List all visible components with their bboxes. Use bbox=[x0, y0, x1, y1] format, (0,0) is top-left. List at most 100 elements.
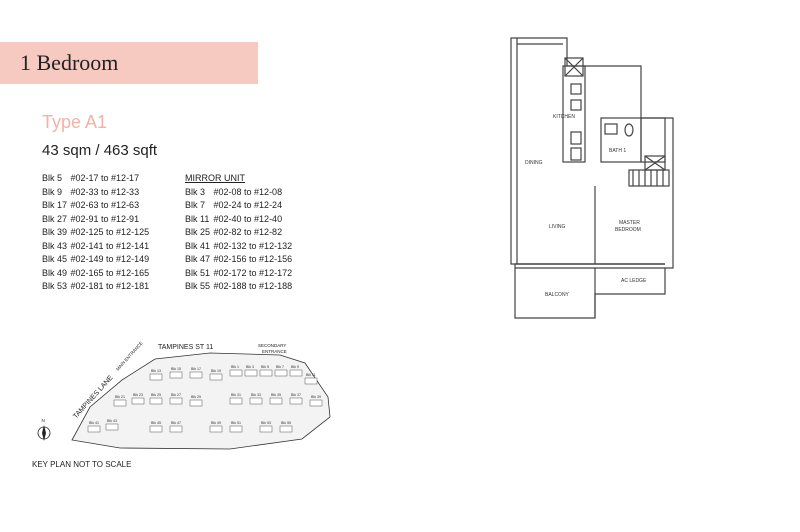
key-plan-block bbox=[113, 399, 127, 407]
unit-range: #02-165 to #12-165 bbox=[70, 267, 150, 278]
unit-type-name: Type A1 bbox=[42, 112, 108, 132]
unit-row: Blk 11 #02-40 to #12-40 bbox=[185, 213, 292, 227]
unit-size: 43 sqm / 463 sqft bbox=[42, 142, 158, 159]
north-arrow-icon: N bbox=[37, 418, 51, 441]
unit-block: Blk 3 bbox=[185, 186, 206, 197]
unit-range: #02-82 to #12-82 bbox=[213, 227, 283, 237]
key-plan-block-label: Blk 43 bbox=[107, 419, 117, 423]
unit-row: Blk 53 #02-181 to #12-181 bbox=[42, 280, 149, 294]
key-plan-block-label: Blk 35 bbox=[271, 393, 281, 397]
unit-block: Blk 9 bbox=[42, 186, 63, 197]
living-label: LIVING bbox=[549, 224, 566, 230]
key-plan-block bbox=[249, 397, 263, 405]
unit-row: Blk 17 #02-63 to #12-63 bbox=[42, 199, 149, 213]
unit-range: #02-132 to #12-132 bbox=[213, 240, 293, 251]
secondary-entrance-label-line2: ENTRANCE bbox=[262, 349, 287, 354]
key-plan-block-label: Blk 41 bbox=[89, 421, 99, 425]
unit-range: #02-17 to #12-17 bbox=[70, 173, 140, 183]
unit-row: Blk 49 #02-165 to #12-165 bbox=[42, 267, 149, 281]
key-plan-block-label: Blk 11 bbox=[306, 373, 316, 377]
key-plan-block bbox=[229, 369, 243, 377]
key-plan-block bbox=[105, 423, 119, 431]
unit-range: #02-40 to #12-40 bbox=[213, 213, 283, 224]
key-plan-block-label: Blk 51 bbox=[231, 421, 241, 425]
key-plan-block bbox=[149, 373, 163, 381]
key-plan-block bbox=[209, 425, 223, 433]
unit-block: Blk 27 bbox=[42, 213, 68, 224]
kitchen-label: KITCHEN bbox=[553, 114, 575, 120]
key-plan-block bbox=[169, 425, 183, 433]
unit-block: Blk 5 bbox=[42, 173, 63, 183]
key-plan-block bbox=[304, 377, 318, 385]
unit-block: Blk 25 bbox=[185, 227, 211, 237]
key-plan-block-label: Blk 31 bbox=[231, 393, 241, 397]
unit-row: Blk 39 #02-125 to #12-125 bbox=[42, 226, 149, 240]
unit-range: #02-125 to #12-125 bbox=[70, 227, 150, 237]
unit-block: Blk 47 bbox=[185, 254, 211, 264]
key-plan-block-label: Blk 45 bbox=[151, 421, 161, 425]
key-plan-block-label: Blk 1 bbox=[231, 365, 239, 369]
key-plan-block-label: Blk 55 bbox=[281, 421, 291, 425]
unit-row: Blk 7 #02-24 to #12-24 bbox=[185, 199, 292, 213]
unit-row: Blk 5 #02-17 to #12-17 bbox=[42, 172, 149, 186]
unit-range: #02-181 to #12-181 bbox=[70, 281, 150, 291]
master-bedroom-label-line1: MASTER bbox=[619, 220, 640, 226]
key-plan-block bbox=[229, 397, 243, 405]
key-plan-block-label: Blk 13 bbox=[151, 369, 161, 373]
unit-block: Blk 53 bbox=[42, 281, 68, 291]
unit-row: Blk 41 #02-132 to #12-132 bbox=[185, 240, 292, 254]
unit-row: Blk 45 #02-149 to #12-149 bbox=[42, 253, 149, 267]
key-plan-block bbox=[229, 425, 243, 433]
unit-block: Blk 43 bbox=[42, 240, 68, 251]
key-plan-block-label: Blk 27 bbox=[171, 393, 181, 397]
unit-row: Blk 51 #02-172 to #12-172 bbox=[185, 267, 292, 281]
key-plan-block-label: Blk 23 bbox=[133, 393, 143, 397]
key-plan-block-label: Blk 17 bbox=[191, 367, 201, 371]
key-plan-block-label: Blk 39 bbox=[311, 395, 321, 399]
key-plan-block bbox=[274, 369, 288, 377]
unit-range: #02-24 to #12-24 bbox=[213, 200, 283, 210]
unit-row: Blk 43 #02-141 to #12-141 bbox=[42, 240, 149, 254]
key-plan-block bbox=[149, 425, 163, 433]
key-plan-block-label: Blk 15 bbox=[171, 367, 181, 371]
unit-range: #02-08 to #12-08 bbox=[213, 186, 283, 197]
key-plan-block bbox=[259, 425, 273, 433]
key-plan-block-label: Blk 7 bbox=[276, 365, 284, 369]
key-plan-block-label: Blk 33 bbox=[251, 393, 261, 397]
unit-block: Blk 41 bbox=[185, 240, 211, 251]
key-plan-block bbox=[131, 397, 145, 405]
unit-block: Blk 11 bbox=[185, 213, 210, 224]
unit-range: #02-33 to #12-33 bbox=[70, 186, 140, 197]
key-plan-block bbox=[189, 399, 203, 407]
key-plan-block-label: Blk 19 bbox=[211, 369, 221, 373]
unit-range: #02-141 to #12-141 bbox=[70, 240, 150, 251]
unit-block: Blk 51 bbox=[185, 267, 211, 278]
key-plan-block-label: Blk 49 bbox=[211, 421, 221, 425]
header-banner: 1 Bedroom bbox=[0, 42, 258, 84]
north-label: N bbox=[42, 418, 45, 423]
unit-row: Blk 27 #02-91 to #12-91 bbox=[42, 213, 149, 227]
unit-row: Blk 55 #02-188 to #12-188 bbox=[185, 280, 292, 294]
key-plan-block-label: Blk 5 bbox=[261, 365, 269, 369]
main-entrance-label: MAIN ENTRANCE bbox=[115, 341, 144, 372]
key-plan-block bbox=[279, 425, 293, 433]
unit-range: #02-172 to #12-172 bbox=[213, 267, 293, 278]
mirror-unit-heading: MIRROR UNIT bbox=[185, 173, 245, 183]
page-title: 1 Bedroom bbox=[20, 50, 119, 75]
key-plan-block-label: Blk 9 bbox=[291, 365, 299, 369]
unit-range: #02-156 to #12-156 bbox=[213, 254, 293, 264]
unit-block: Blk 7 bbox=[185, 200, 206, 210]
unit-range: #02-149 to #12-149 bbox=[70, 254, 150, 264]
key-plan-block-label: Blk 53 bbox=[261, 421, 271, 425]
unit-block: Blk 55 bbox=[185, 281, 211, 291]
ac-ledge-label: AC LEDGE bbox=[621, 278, 647, 284]
balcony-label: BALCONY bbox=[545, 292, 570, 298]
floor-plan: KITCHEN DINING BATH 1 LIVING MASTER BEDR… bbox=[510, 37, 674, 319]
key-plan-block bbox=[169, 397, 183, 405]
unit-row: Blk 3 #02-08 to #12-08 bbox=[185, 186, 292, 200]
unit-row: Blk 9 #02-33 to #12-33 bbox=[42, 186, 149, 200]
key-plan-block bbox=[149, 397, 163, 405]
